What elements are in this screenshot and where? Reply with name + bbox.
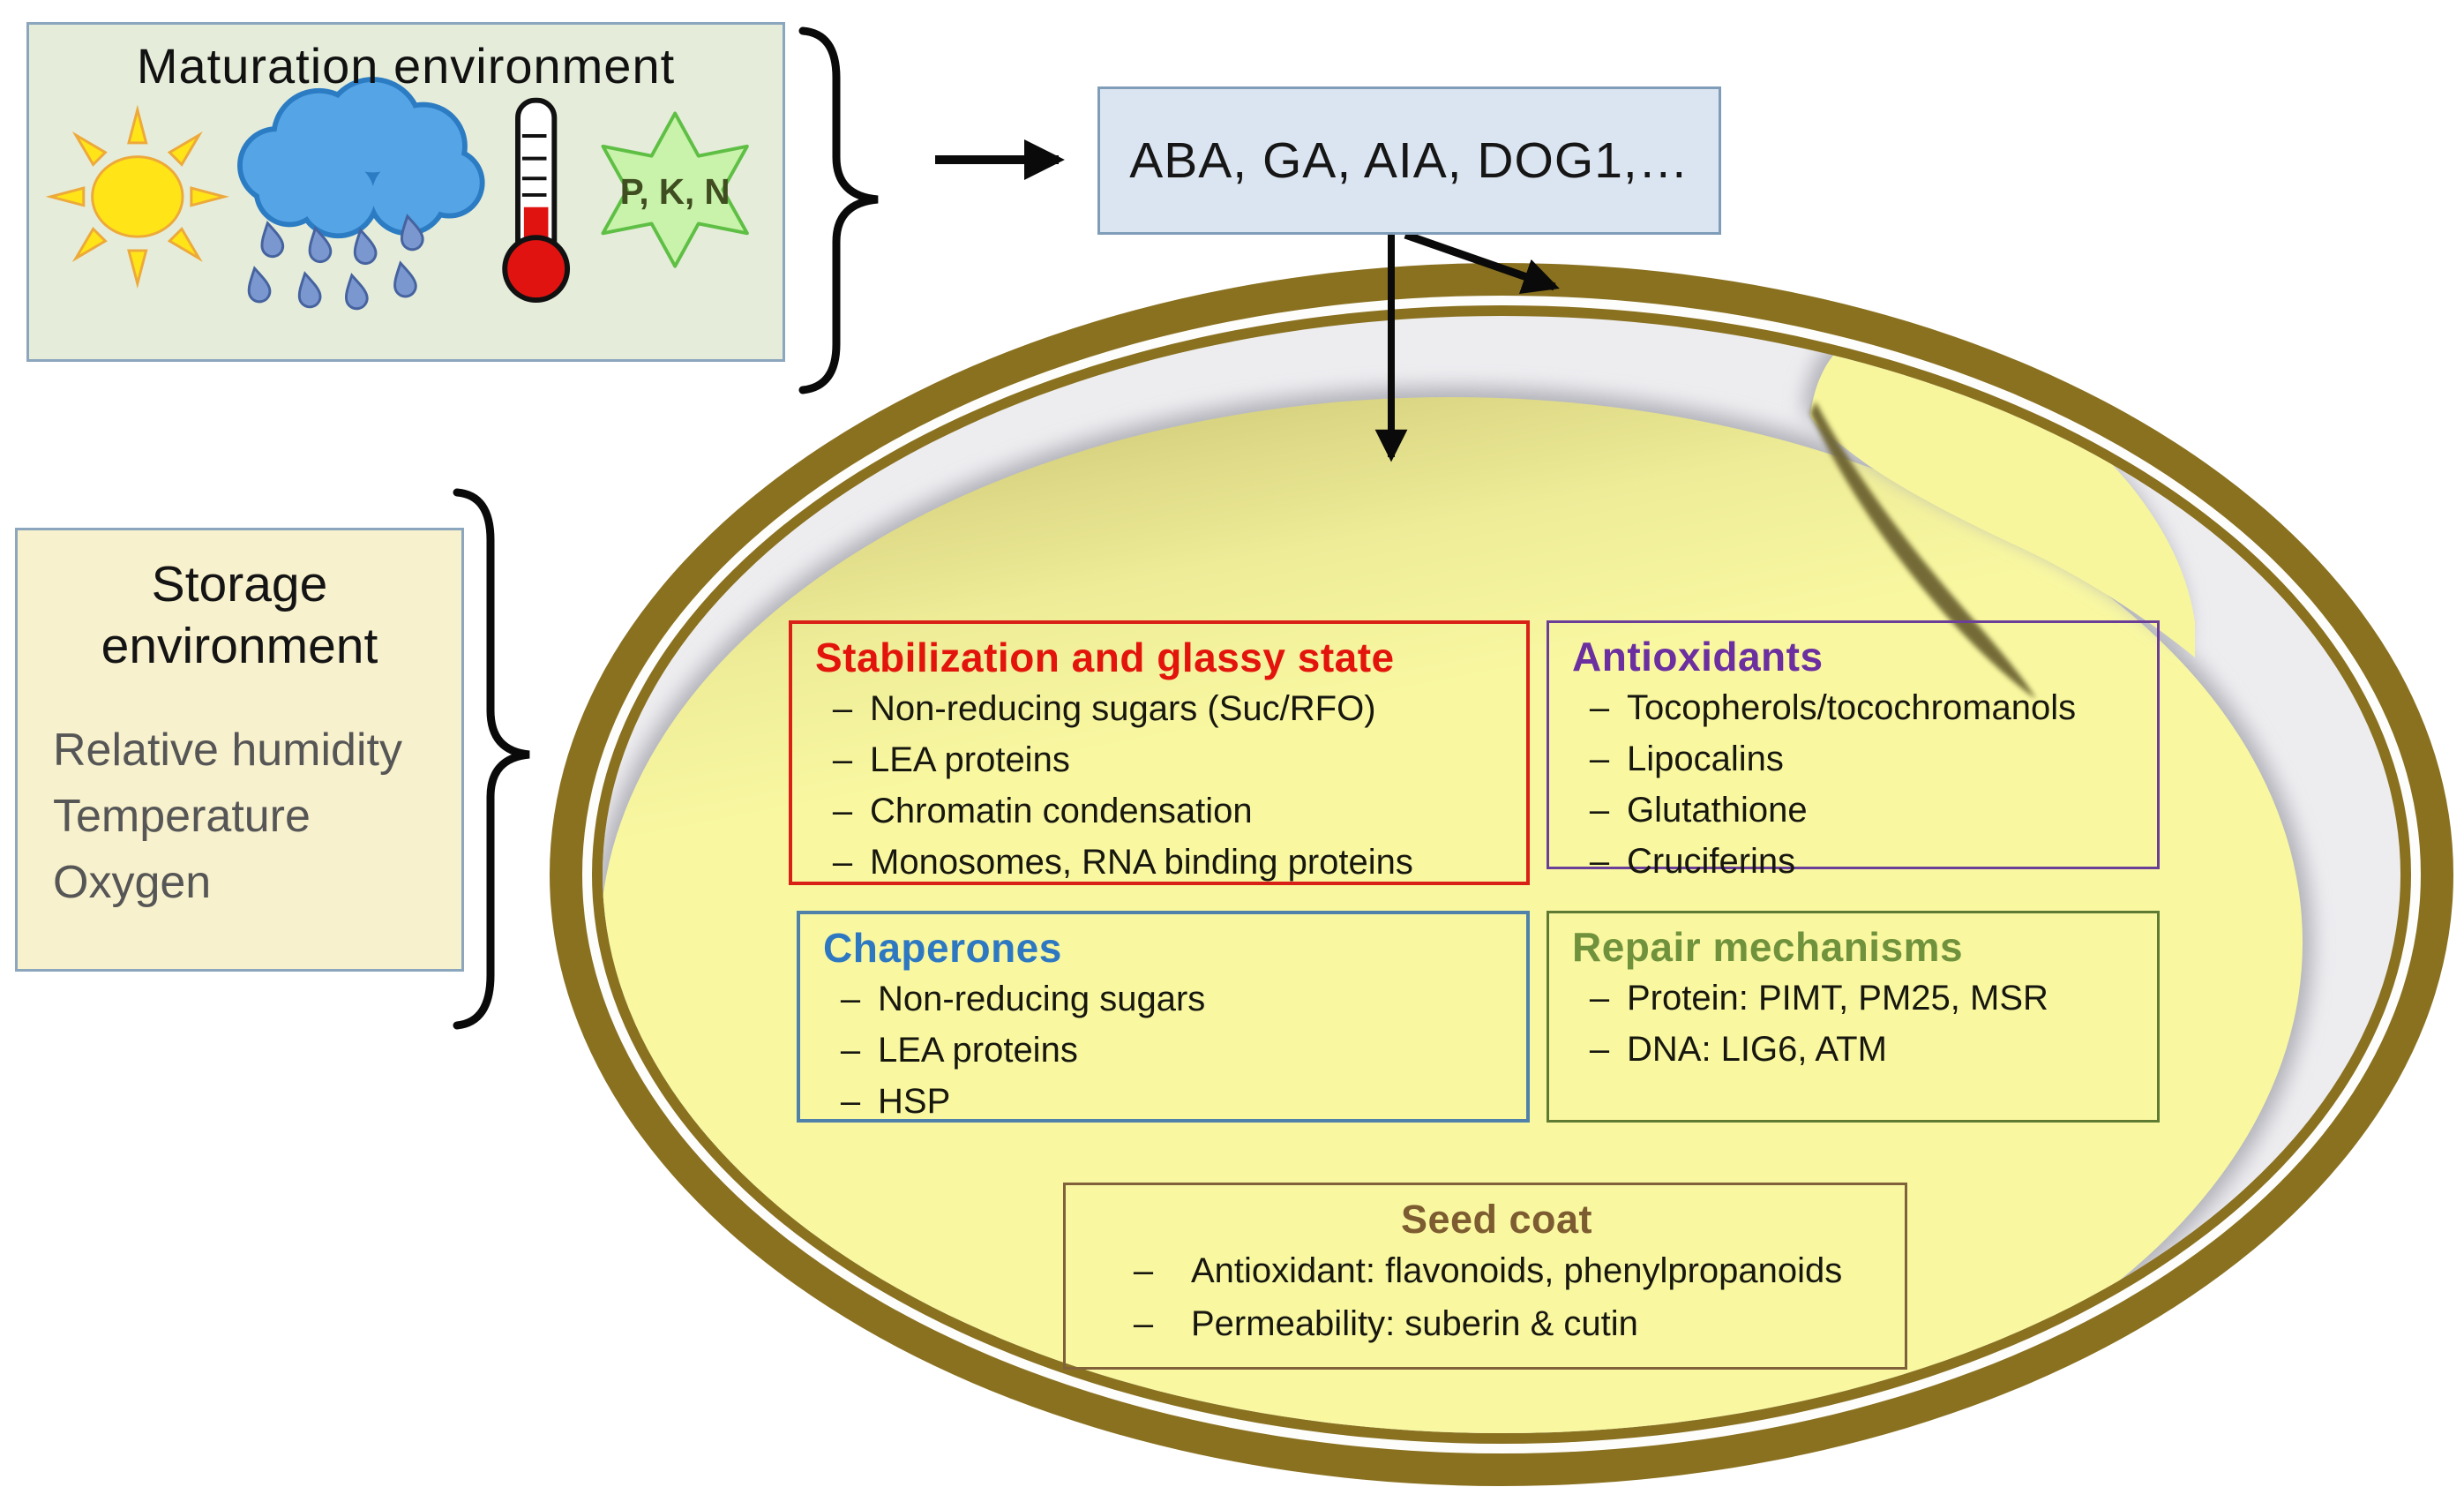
nutrients-label: P, K, N	[620, 171, 730, 212]
dash: –	[840, 1082, 861, 1121]
dash: –	[840, 1031, 861, 1070]
hormones-box: ABA, GA, AIA, DOG1,…	[1097, 86, 1721, 235]
maturation-environment-box: P, K, N Maturation environment	[26, 22, 785, 362]
radicle-hook	[1810, 325, 2195, 657]
list-item: –Non-reducing sugars	[823, 973, 1519, 1025]
antioxidants-title: Antioxidants	[1572, 634, 1824, 680]
dash: –	[1589, 791, 1610, 830]
thermometer-icon	[502, 97, 571, 304]
dash: –	[832, 843, 853, 882]
hormones-label: ABA, GA, AIA, DOG1,…	[1129, 132, 1689, 189]
storage-item: Relative humidity	[53, 725, 402, 776]
dash: –	[1589, 740, 1610, 778]
rain-cloud-icon	[237, 77, 485, 311]
storage-environment-box: Storage environment Relative humidity Te…	[15, 528, 464, 972]
list-item: –Monosomes, RNA binding proteins	[815, 837, 1519, 888]
repair-title: Repair mechanisms	[1572, 924, 1964, 970]
embryo-body	[603, 397, 2303, 1433]
list-item: –Chromatin condensation	[815, 785, 1519, 837]
list-item: –Non-reducing sugars (Suc/RFO)	[815, 683, 1519, 734]
dash: –	[832, 740, 853, 779]
storage-title-line2: environment	[101, 618, 378, 674]
dash: –	[1133, 1304, 1154, 1343]
nutrients-star-icon: P, K, N	[601, 111, 749, 268]
maturation-brace	[798, 26, 879, 394]
dash: –	[832, 689, 853, 728]
dash: –	[1589, 1030, 1610, 1069]
list-item: –Permeability: suberin & cutin	[1096, 1297, 1898, 1350]
dash: –	[1589, 979, 1610, 1018]
chaperones-box: Chaperones –Non-reducing sugars –LEA pro…	[797, 911, 1530, 1123]
arrow-hormones-to-seedcoat	[1404, 230, 1560, 294]
dash: –	[832, 792, 853, 830]
embryo	[603, 316, 2313, 1433]
stabilization-box: Stabilization and glassy state –Non-redu…	[789, 620, 1530, 885]
maturation-icons: P, K, N	[45, 77, 749, 311]
cotyledon-fold-shadow	[1810, 402, 2036, 699]
list-item: –Antioxidant: flavonoids, phenylpropanoi…	[1096, 1244, 1898, 1297]
seed-coat-box: Seed coat –Antioxidant: flavonoids, phen…	[1063, 1183, 1907, 1370]
list-item: –LEA proteins	[823, 1025, 1519, 1076]
list-item: –DNA: LIG6, ATM	[1572, 1024, 2150, 1075]
list-item: –Cruciferins	[1572, 836, 2150, 887]
list-item: –Protein: PIMT, PM25, MSR	[1572, 973, 2150, 1024]
stabilization-title: Stabilization and glassy state	[815, 635, 1395, 680]
list-item: –Tocopherols/tocochromanols	[1572, 682, 2150, 733]
list-item: –Glutathione	[1572, 785, 2150, 836]
dash: –	[840, 980, 861, 1018]
list-item: –HSP	[823, 1076, 1519, 1127]
list-item: –Lipocalins	[1572, 733, 2150, 785]
antioxidants-box: Antioxidants –Tocopherols/tocochromanols…	[1547, 620, 2160, 881]
raindrops	[247, 214, 424, 311]
repair-mechanisms-box: Repair mechanisms –Protein: PIMT, PM25, …	[1547, 911, 2160, 1123]
seed-coat-title: Seed coat	[1400, 1197, 1593, 1242]
sun-icon	[45, 104, 230, 289]
dash: –	[1589, 842, 1610, 881]
storage-brace	[453, 488, 530, 1030]
maturation-title: Maturation environment	[136, 38, 676, 94]
storage-title-line1: Storage	[151, 556, 328, 612]
chaperones-title: Chaperones	[823, 925, 1062, 971]
list-item: –LEA proteins	[815, 734, 1519, 785]
dash: –	[1589, 688, 1610, 727]
storage-item: Temperature	[53, 791, 311, 842]
storage-item: Oxygen	[53, 857, 212, 908]
dash: –	[1133, 1251, 1154, 1290]
